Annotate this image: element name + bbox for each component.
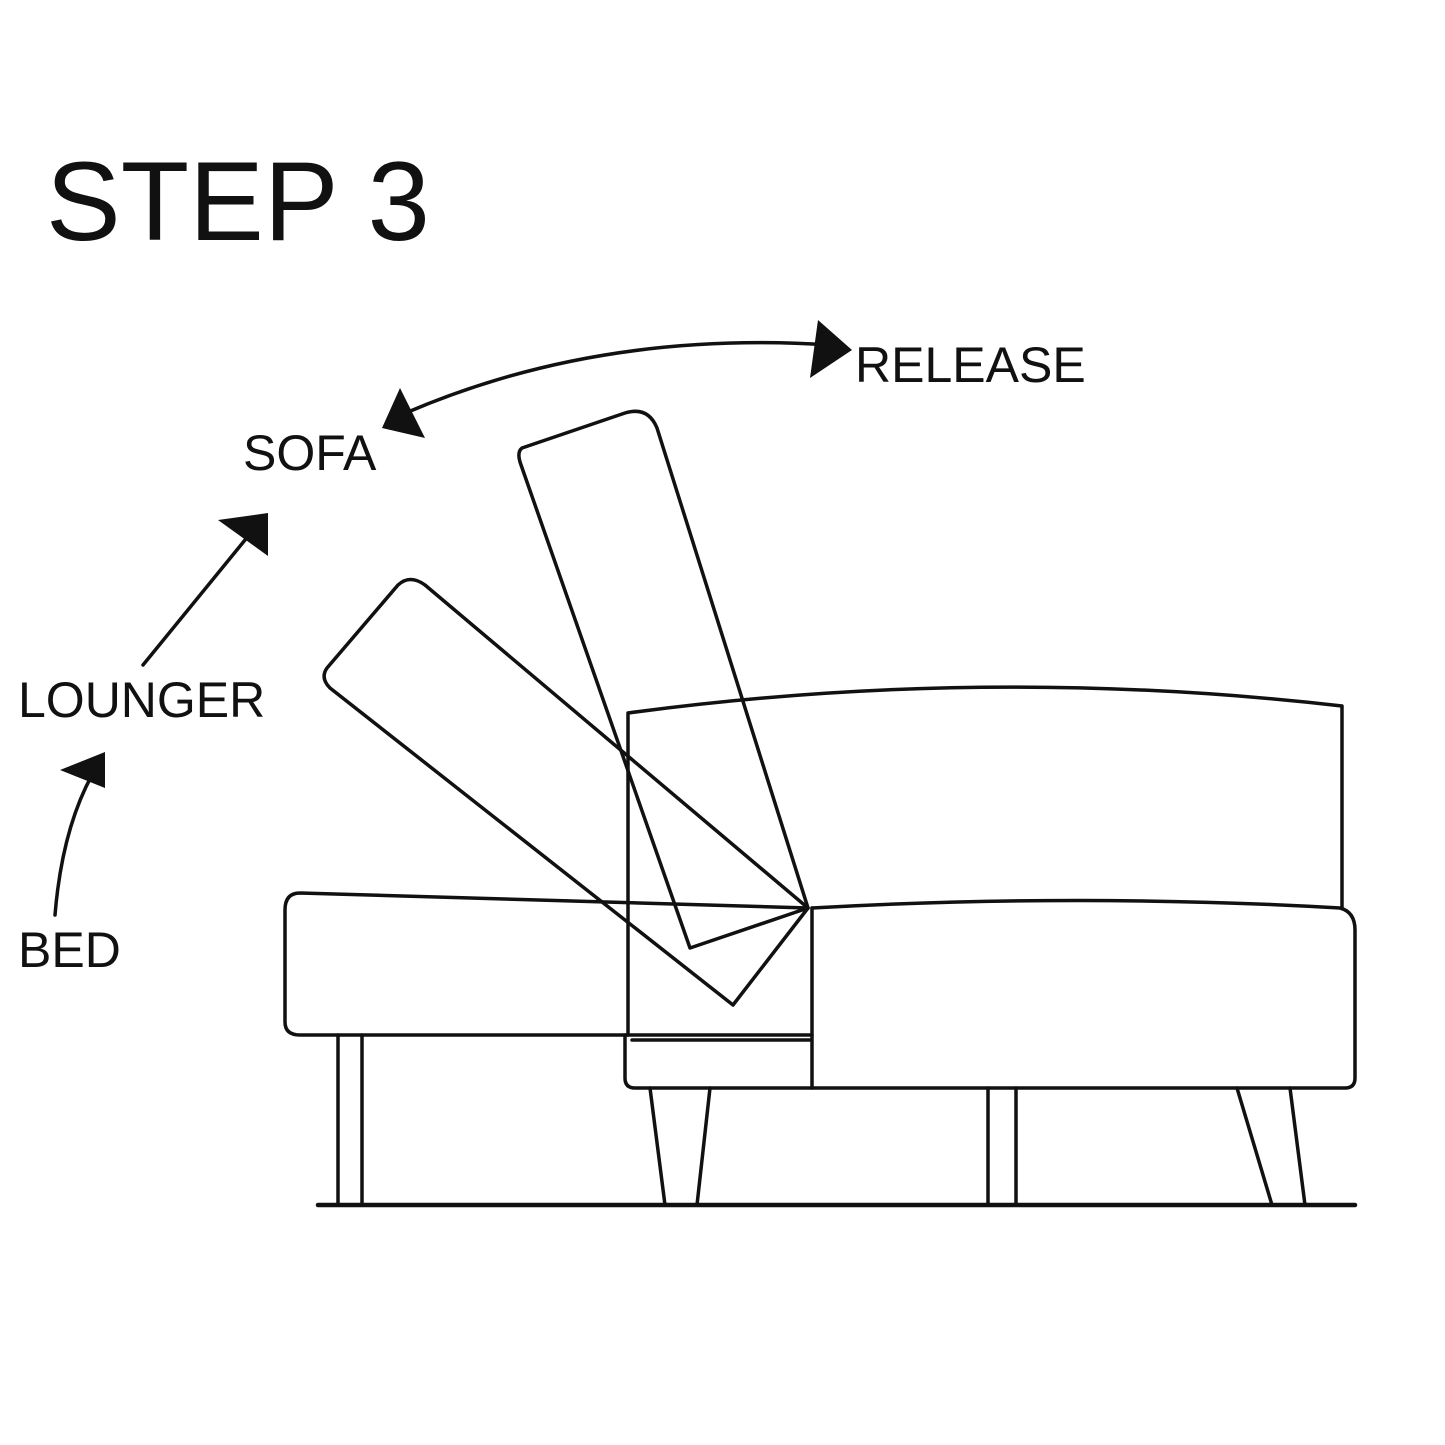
lounger-to-sofa-arrow: [141, 513, 268, 667]
backrest-sofa-position: [517, 409, 810, 950]
leg-left: [336, 1033, 364, 1207]
back-frame: [626, 685, 1344, 1037]
sofa-label: SOFA: [243, 425, 377, 481]
backrest-lounger-position: [322, 577, 810, 1007]
release-label: RELEASE: [855, 337, 1086, 393]
leg-right: [1235, 1086, 1307, 1207]
bed-to-lounger-arrow: [53, 752, 105, 917]
bed-seat: [283, 891, 814, 1037]
sofa-drawing: [283, 409, 1358, 1208]
right-seat: [623, 898, 1357, 1090]
release-sofa-arc-arrow: [382, 320, 852, 438]
step-title: STEP 3: [46, 139, 430, 264]
lounger-label: LOUNGER: [18, 672, 265, 728]
bed-label: BED: [18, 922, 121, 978]
leg-front: [648, 1086, 712, 1207]
leg-middle: [986, 1086, 1018, 1207]
